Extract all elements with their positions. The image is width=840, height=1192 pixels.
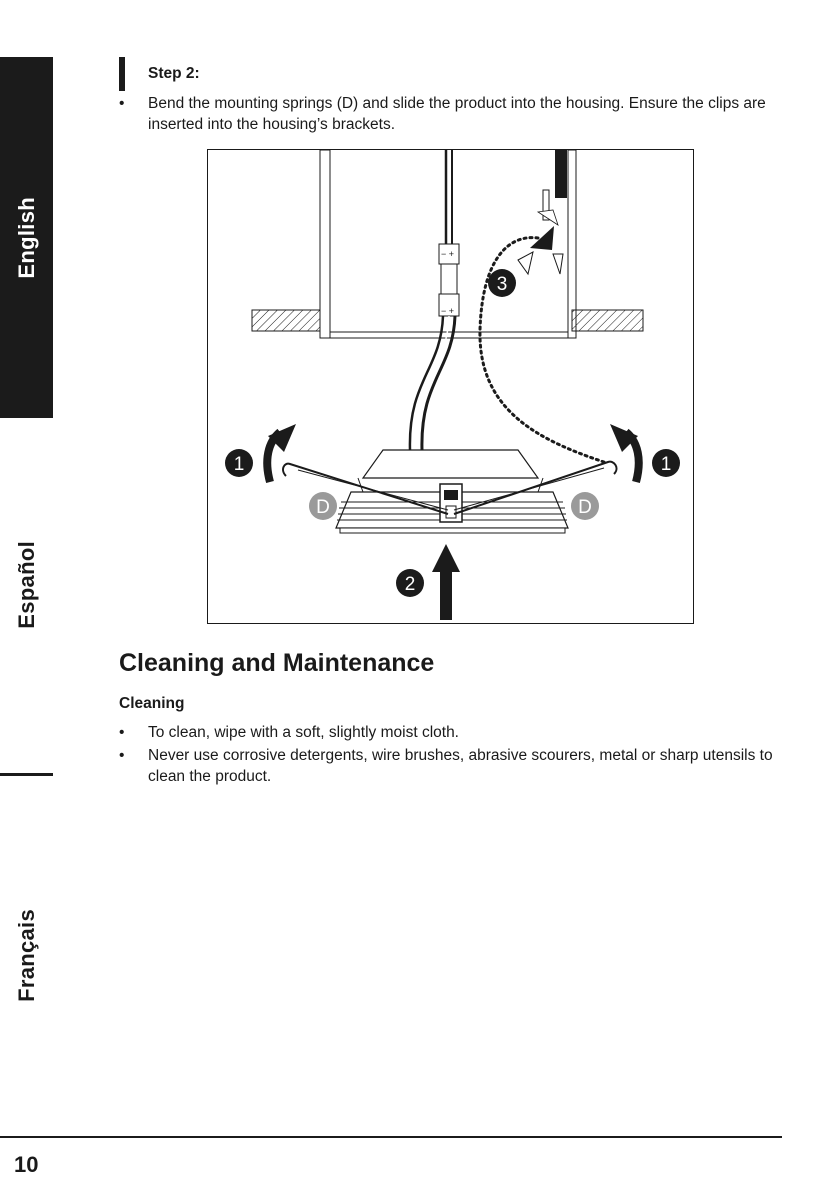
insert-dotted-arrow [478,226,606,464]
curved-arrow-left [263,424,296,484]
tab-francais-label: Français [13,908,39,1002]
tab-francais[interactable]: Français [0,890,53,1020]
svg-text:D: D [578,497,592,518]
sidebar-divider [0,773,53,776]
connector-polarity-bottom: − + [441,306,454,316]
cleaning-bullet-list: To clean, wipe with a soft, slightly moi… [119,722,789,789]
section-title: Cleaning and Maintenance [119,649,435,677]
wire-connector: − + − + [438,243,460,317]
svg-text:3: 3 [497,274,508,295]
tab-english[interactable]: English [0,57,53,418]
housing-bracket [517,150,567,276]
tab-espanol-label: Español [13,541,39,629]
page-number: 10 [14,1152,39,1177]
mounting-springs [282,460,618,515]
supply-wires [444,150,453,244]
callout-2: 2 [396,569,424,597]
step-bullet-item: Bend the mounting springs (D) and slide … [119,93,789,135]
callout-3: 3 [488,269,516,297]
housing [319,150,577,339]
svg-text:2: 2 [405,574,416,595]
callout-1-left: 1 [225,449,253,477]
label-d-left: D [309,492,337,520]
cleaning-bullet-item: Never use corrosive detergents, wire bru… [119,745,789,787]
tab-english-label: English [13,196,39,279]
downlight-fixture [335,449,569,534]
push-up-arrow [432,544,460,620]
step-heading: Step 2: [148,65,200,82]
footer-divider [0,1136,782,1138]
label-d-right: D [571,492,599,520]
tab-espanol[interactable]: Español [0,520,53,650]
installation-diagram: − + − + [225,150,680,620]
callout-1-right: 1 [652,449,680,477]
cleaning-bullet-item: To clean, wipe with a soft, slightly moi… [119,722,789,743]
svg-text:1: 1 [234,454,245,475]
curved-arrow-right [610,424,643,484]
svg-text:1: 1 [661,454,672,475]
fixture-wires [408,315,457,451]
step-marker-bar [119,57,125,91]
cleaning-subtitle: Cleaning [119,695,185,712]
svg-text:D: D [316,497,330,518]
step-bullet-list: Bend the mounting springs (D) and slide … [119,93,789,137]
installation-figure: − + − + [207,149,694,624]
ceiling [251,309,644,332]
connector-polarity-top: − + [441,249,454,259]
